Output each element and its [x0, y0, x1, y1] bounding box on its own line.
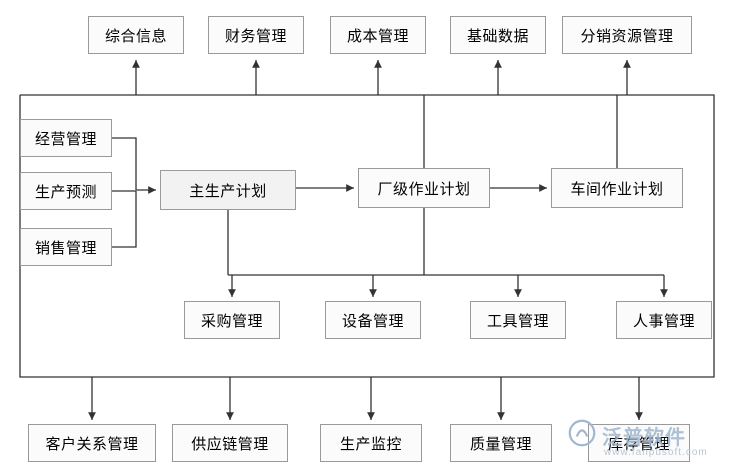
node-label: 供应链管理	[191, 435, 269, 453]
node-master-production-schedule[interactable]: 主生产计划	[160, 170, 296, 210]
node-label: 质量管理	[469, 435, 532, 453]
node-label: 分销资源管理	[580, 27, 674, 45]
node-purchasing-management[interactable]: 采购管理	[184, 301, 280, 339]
node-production-monitoring[interactable]: 生产监控	[320, 424, 422, 462]
node-label: 销售管理	[34, 239, 97, 257]
node-label: 客户关系管理	[45, 435, 139, 453]
node-label: 设备管理	[341, 312, 404, 330]
node-business-management[interactable]: 经营管理	[20, 119, 112, 157]
node-label: 采购管理	[200, 312, 263, 330]
node-production-forecast[interactable]: 生产预测	[20, 172, 112, 210]
node-label: 综合信息	[104, 27, 167, 45]
node-crm[interactable]: 客户关系管理	[28, 424, 156, 462]
node-label: 生产监控	[339, 435, 402, 453]
node-label: 经营管理	[34, 130, 97, 148]
node-equipment-management[interactable]: 设备管理	[325, 301, 421, 339]
node-finance-management[interactable]: 财务管理	[208, 16, 304, 54]
node-label: 厂级作业计划	[377, 180, 471, 198]
node-label: 主生产计划	[189, 182, 267, 200]
node-comprehensive-info[interactable]: 综合信息	[88, 16, 184, 54]
node-label: 生产预测	[34, 183, 97, 201]
node-label: 库存管理	[607, 435, 670, 453]
node-label: 财务管理	[224, 27, 287, 45]
node-workshop-operation-plan[interactable]: 车间作业计划	[551, 168, 683, 208]
node-quality-management[interactable]: 质量管理	[450, 424, 552, 462]
node-tool-management[interactable]: 工具管理	[470, 301, 566, 339]
node-cost-management[interactable]: 成本管理	[330, 16, 426, 54]
node-label: 车间作业计划	[570, 180, 664, 198]
node-label: 基础数据	[466, 27, 529, 45]
node-label: 成本管理	[346, 27, 409, 45]
node-label: 人事管理	[632, 312, 695, 330]
node-label: 工具管理	[486, 312, 549, 330]
node-sales-management[interactable]: 销售管理	[20, 228, 112, 266]
node-supply-chain-management[interactable]: 供应链管理	[172, 424, 288, 462]
node-plant-level-operation-plan[interactable]: 厂级作业计划	[358, 168, 490, 208]
node-hr-management[interactable]: 人事管理	[616, 301, 712, 339]
node-inventory-management[interactable]: 库存管理	[588, 424, 690, 462]
node-distribution-resource-management[interactable]: 分销资源管理	[562, 16, 692, 54]
node-basic-data[interactable]: 基础数据	[450, 16, 546, 54]
